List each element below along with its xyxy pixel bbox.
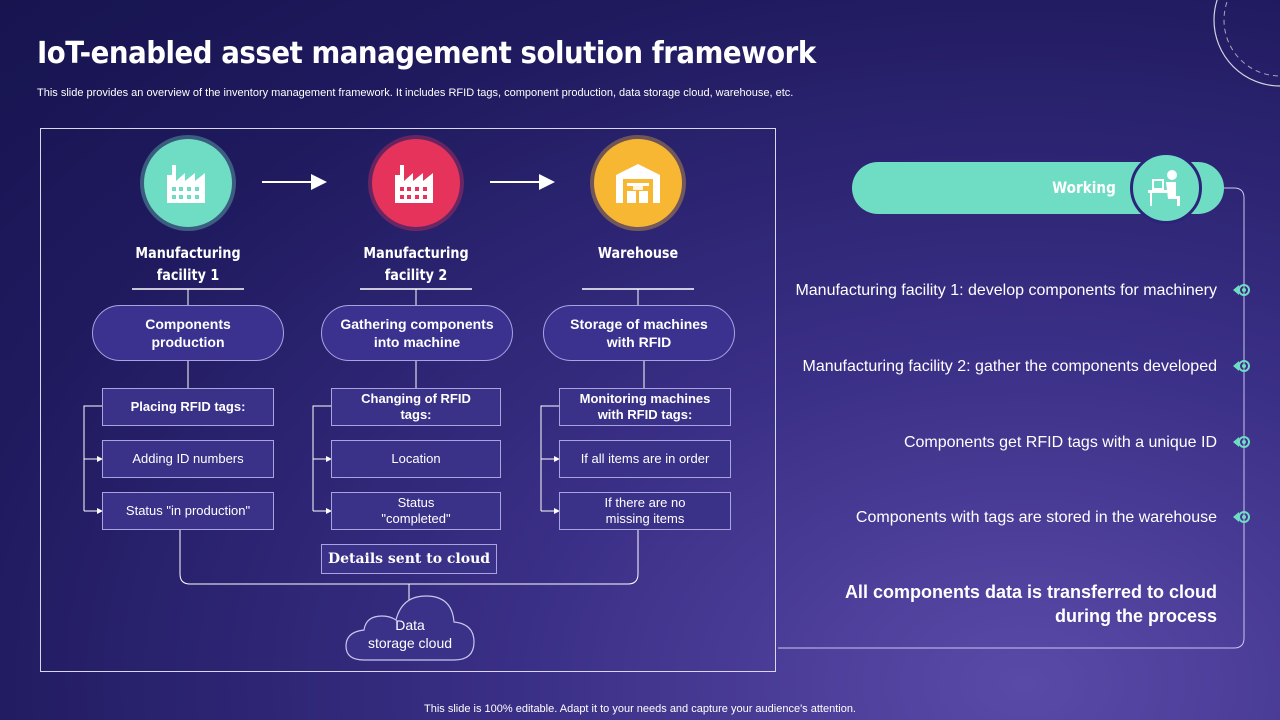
- working-point-4: Components with tags are stored in the w…: [855, 509, 1217, 526]
- column-1-item-1: Adding ID numbers: [102, 440, 274, 478]
- bullet-icon: [1233, 511, 1250, 523]
- warehouse-circle: [594, 139, 682, 227]
- column-3-heading: Warehouse: [597, 244, 679, 262]
- factory-circle-2: [372, 139, 460, 227]
- bullet-icon: [1233, 436, 1250, 448]
- working-conclusion: All components data is transferred to cl…: [844, 582, 1217, 626]
- working-point-3: Components get RFID tags with a unique I…: [903, 434, 1217, 451]
- cloud-icon: [345, 595, 475, 661]
- working-point-2: Manufacturing facility 2: gather the com…: [802, 358, 1217, 375]
- person-at-desk-icon: [1130, 152, 1202, 224]
- column-3-item-1: If all items are in order: [559, 440, 731, 478]
- bullet-icon: [1233, 360, 1250, 372]
- page-subtitle: This slide provides an overview of the i…: [37, 87, 794, 99]
- page-title: IoT-enabled asset management solution fr…: [37, 36, 816, 71]
- working-label: Working: [1052, 178, 1116, 197]
- column-1-heading: Manufacturing facility 1: [135, 244, 241, 284]
- framework-panel: [40, 128, 776, 672]
- column-2-item-1: Location: [331, 440, 501, 478]
- decorative-ring-icon: [1213, 0, 1280, 87]
- cloud-label: Data storage cloud: [367, 617, 453, 651]
- details-sent-to-cloud-label: Details sent to cloud: [321, 544, 497, 574]
- column-2-item-2: Status"completed": [331, 492, 501, 530]
- bullet-icon: [1233, 284, 1250, 296]
- footer-note: This slide is 100% editable. Adapt it to…: [424, 703, 856, 715]
- factory-circle-1: [144, 139, 232, 227]
- working-point-1: Manufacturing facility 1: develop compon…: [795, 282, 1217, 299]
- column-2-heading: Manufacturing facility 2: [363, 244, 469, 284]
- column-1-tag-box: Placing RFID tags:: [102, 388, 274, 426]
- column-1-item-2: Status "in production": [102, 492, 274, 530]
- factory-icon: [395, 165, 433, 203]
- factory-icon: [167, 165, 205, 203]
- warehouse-icon: [616, 164, 660, 203]
